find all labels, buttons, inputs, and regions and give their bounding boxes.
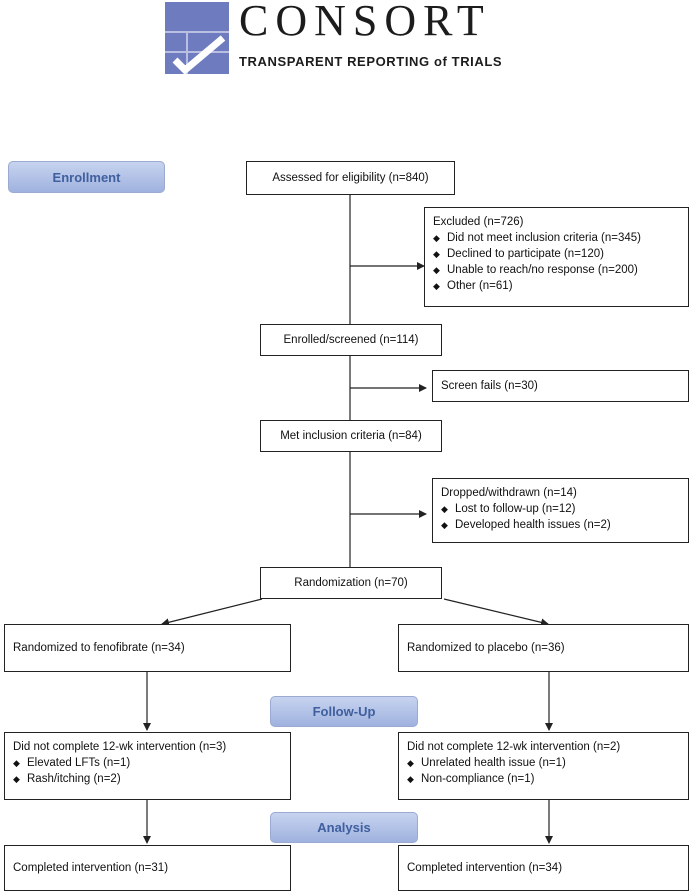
list-item: ◆ Other (n=61) [433, 278, 680, 294]
list-item-label: Rash/itching (n=2) [27, 773, 121, 785]
incomplete-fenofibrate-list: ◆ Elevated LFTs (n=1) ◆ Rash/itching (n=2) [13, 755, 282, 787]
incomplete-fenofibrate-header: Did not complete 12-wk intervention (n=3… [13, 741, 227, 753]
consort-logo: CONSORT TRANSPARENT REPORTING of TRIALS [165, 0, 525, 74]
incomplete-placebo-list: ◆ Unrelated health issue (n=1) ◆ Non-compl… [407, 755, 680, 787]
list-item: ◆ Lost to follow-up (n=12) [441, 501, 680, 517]
list-item: ◆ Unrelated health issue (n=1) [407, 755, 680, 771]
met-inclusion-box: Met inclusion criteria (n=84) [260, 420, 442, 452]
excluded-list: ◆ Did not meet inclusion criteria (n=345)… [433, 230, 680, 294]
dropped-box: Dropped/withdrawn (n=14) ◆ Lost to follow… [432, 478, 689, 543]
bullet-icon: ◆ [433, 249, 440, 259]
completed-fenofibrate-box: Completed intervention (n=31) [4, 845, 291, 891]
list-item-label: Declined to participate (n=120) [447, 248, 604, 260]
placebo-arm-box: Randomized to placebo (n=36) [398, 624, 689, 672]
list-item: ◆ Elevated LFTs (n=1) [13, 755, 282, 771]
list-item-label: Other (n=61) [447, 280, 513, 292]
dropped-header: Dropped/withdrawn (n=14) [441, 487, 577, 499]
stage-follow-up: Follow-Up [270, 696, 418, 727]
completed-placebo-box: Completed intervention (n=34) [398, 845, 689, 891]
incomplete-placebo-box: Did not complete 12-wk intervention (n=2… [398, 732, 689, 800]
list-item-label: Unrelated health issue (n=1) [421, 757, 566, 769]
dropped-list: ◆ Lost to follow-up (n=12) ◆ Developed hea… [441, 501, 680, 533]
list-item-label: Elevated LFTs (n=1) [27, 757, 131, 769]
list-item: ◆ Developed health issues (n=2) [441, 517, 680, 533]
list-item-label: Unable to reach/no response (n=200) [447, 264, 638, 276]
incomplete-placebo-header: Did not complete 12-wk intervention (n=2… [407, 741, 621, 753]
bullet-icon: ◆ [441, 520, 448, 530]
list-item: ◆ Non-compliance (n=1) [407, 771, 680, 787]
list-item: ◆ Rash/itching (n=2) [13, 771, 282, 787]
stage-analysis: Analysis [270, 812, 418, 843]
stage-enrollment: Enrollment [8, 161, 165, 193]
list-item-label: Developed health issues (n=2) [455, 519, 611, 531]
consort-check-icon [165, 2, 229, 74]
bullet-icon: ◆ [433, 281, 440, 291]
excluded-header: Excluded (n=726) [433, 216, 524, 228]
list-item-label: Non-compliance (n=1) [421, 773, 535, 785]
list-item: ◆ Unable to reach/no response (n=200) [433, 262, 680, 278]
assessed-box: Assessed for eligibility (n=840) [246, 161, 455, 195]
bullet-icon: ◆ [13, 774, 20, 784]
bullet-icon: ◆ [407, 774, 414, 784]
fenofibrate-arm-box: Randomized to fenofibrate (n=34) [4, 624, 291, 672]
excluded-box: Excluded (n=726) ◆ Did not meet inclusion… [424, 207, 689, 307]
bullet-icon: ◆ [433, 265, 440, 275]
list-item: ◆ Did not meet inclusion criteria (n=345) [433, 230, 680, 246]
bullet-icon: ◆ [407, 758, 414, 768]
incomplete-fenofibrate-box: Did not complete 12-wk intervention (n=3… [4, 732, 291, 800]
logo-subtitle: TRANSPARENT REPORTING of TRIALS [239, 54, 503, 69]
bullet-icon: ◆ [13, 758, 20, 768]
bullet-icon: ◆ [433, 233, 440, 243]
list-item-label: Lost to follow-up (n=12) [455, 503, 576, 515]
list-item-label: Did not meet inclusion criteria (n=345) [447, 232, 641, 244]
enrolled-box: Enrolled/screened (n=114) [260, 324, 442, 356]
screen-fails-box: Screen fails (n=30) [432, 370, 689, 402]
arrow-to-fenofibrate-arm [161, 598, 263, 627]
logo-wordmark: CONSORT [239, 0, 491, 45]
list-item: ◆ Declined to participate (n=120) [433, 246, 680, 262]
bullet-icon: ◆ [441, 504, 448, 514]
randomization-box: Randomization (n=70) [260, 567, 442, 599]
arrow-to-placebo-arm [443, 598, 549, 627]
